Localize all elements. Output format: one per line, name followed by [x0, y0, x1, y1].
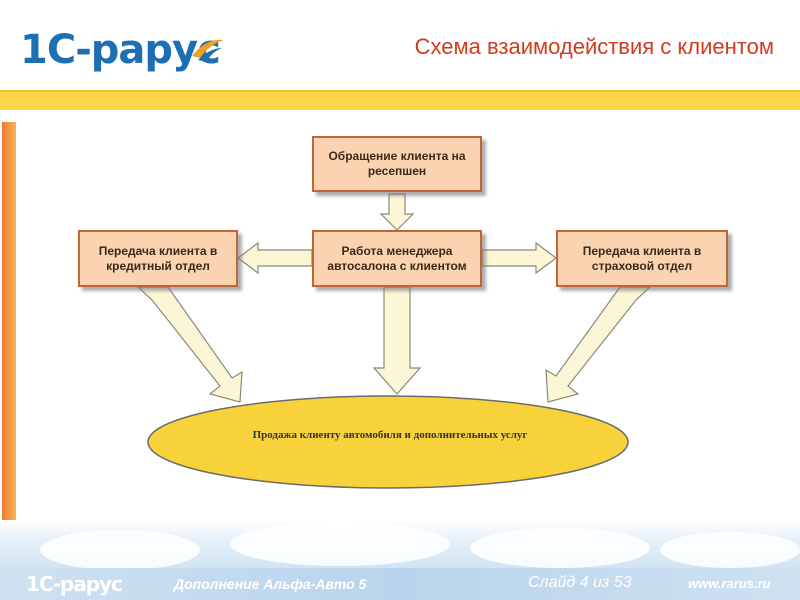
node-reception: Обращение клиента на ресепшен [312, 136, 482, 192]
footer-url-link[interactable]: www.rarus.ru [688, 576, 771, 591]
sale-ellipse [147, 395, 629, 489]
node-sale-label: Продажа клиенту автомобиля и дополнитель… [252, 429, 528, 441]
arrow-insurance-to-sale [545, 286, 652, 403]
arrow-manager-to-credit [237, 241, 313, 275]
node-credit: Передача клиента в кредитный отдел [78, 230, 238, 287]
cloud-decoration [230, 522, 450, 566]
cloud-decoration [40, 530, 200, 570]
node-manager: Работа менеджера автосалона с клиентом [312, 230, 482, 287]
header-divider-bar [0, 92, 800, 110]
arrow-manager-to-insurance [481, 241, 557, 275]
left-accent-bar [2, 122, 16, 562]
logo-text: 1С-рарус [20, 27, 221, 73]
header-divider-line [0, 90, 800, 92]
page-title: Схема взаимодействия с клиентом [414, 34, 774, 59]
arrow-credit-to-sale [136, 286, 243, 403]
cloud-decoration [470, 528, 650, 568]
cloud-decoration [660, 532, 800, 568]
logo-swoosh-icon [192, 39, 224, 62]
footer-bar [0, 568, 800, 600]
footer-product-name: Дополнение Альфа-Авто 5 [174, 576, 367, 592]
node-insurance: Передача клиента в страховой отдел [556, 230, 728, 287]
arrow-manager-to-sale [372, 286, 422, 395]
footer-logo: 1С-рарус [26, 572, 123, 596]
footer-slide-counter: Слайд 4 из 53 [528, 574, 632, 591]
arrow-reception-to-manager [379, 193, 415, 231]
rarus-logo: 1С-рарус [20, 26, 224, 76]
